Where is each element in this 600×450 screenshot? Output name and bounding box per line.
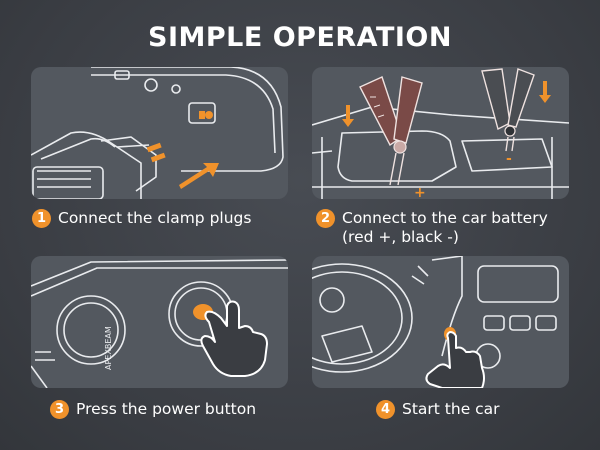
- plus-mark: +: [414, 185, 426, 199]
- step-3-text: Press the power button: [76, 400, 257, 418]
- step-1-caption: 1 Connect the clamp plugs: [32, 209, 251, 228]
- step-4-illustration: [312, 256, 569, 388]
- step-4-text: Start the car: [402, 400, 500, 418]
- step-3-illustration: APEXBEAM: [31, 256, 288, 388]
- step-1-text: Connect the clamp plugs: [58, 209, 252, 227]
- page-title: SIMPLE OPERATION: [148, 22, 452, 53]
- step-1-number: 1: [32, 209, 51, 228]
- step-2-number: 2: [316, 209, 335, 228]
- step-1-illustration: [31, 67, 288, 199]
- step-2-caption: 2 Connect to the car battery (red +, bla…: [316, 209, 548, 247]
- step-2-text-line-2: (red +, black -): [342, 228, 459, 246]
- step-3-number: 3: [50, 400, 69, 419]
- pointing-hand-icon: [200, 300, 268, 377]
- pointing-hand-start-icon: [425, 331, 485, 388]
- step-2-illustration: + -: [312, 67, 569, 199]
- step-4-number: 4: [376, 400, 395, 419]
- minus-mark: -: [506, 151, 512, 167]
- step-4-caption: 4 Start the car: [376, 400, 500, 419]
- step-3-caption: 3 Press the power button: [50, 400, 256, 419]
- device-brand-label: APEXBEAM: [104, 326, 113, 370]
- step-2-text-line-1: Connect to the car battery: [342, 209, 548, 227]
